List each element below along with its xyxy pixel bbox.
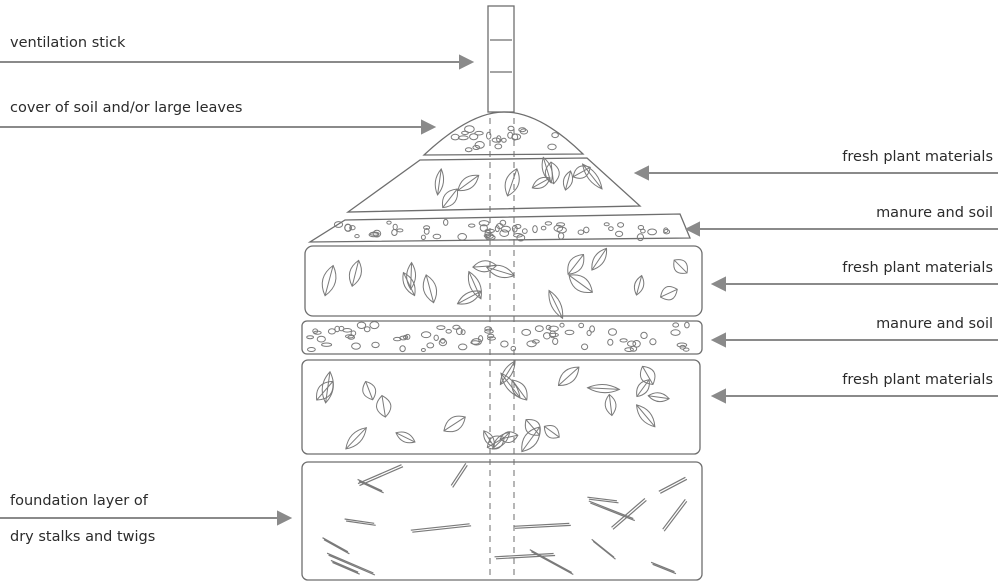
twig-texture xyxy=(323,463,687,575)
label-fresh-plant-materials-1: fresh plant materials xyxy=(842,148,993,166)
fresh-plant-layer-middle xyxy=(305,246,702,316)
fresh-plant-layer-top xyxy=(348,158,640,212)
ventilation-stick xyxy=(488,6,514,112)
cover-layer xyxy=(424,112,583,155)
label-manure-and-soil-2: manure and soil xyxy=(876,315,993,333)
label-ventilation-stick: ventilation stick xyxy=(10,34,125,52)
label-fresh-plant-materials-2: fresh plant materials xyxy=(842,259,993,277)
label-foundation-line2: dry stalks and twigs xyxy=(10,528,155,546)
label-fresh-plant-materials-3: fresh plant materials xyxy=(842,371,993,389)
label-foundation-line1: foundation layer of xyxy=(10,492,148,510)
label-cover: cover of soil and/or large leaves xyxy=(10,99,242,117)
label-manure-and-soil-1: manure and soil xyxy=(876,204,993,222)
